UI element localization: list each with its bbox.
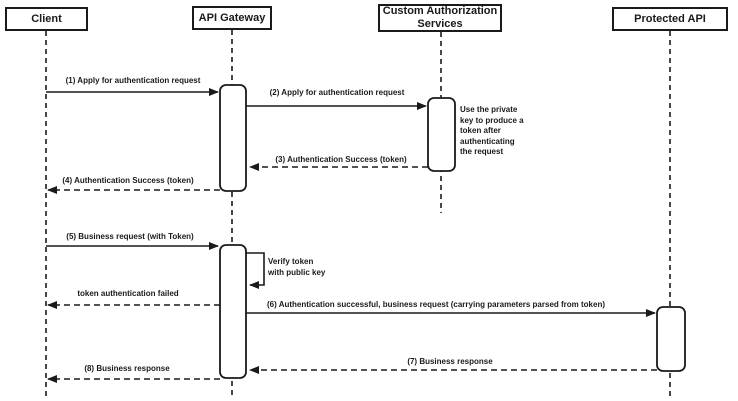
message-7-label: (7) Business response [407, 357, 493, 366]
message-2-label: (2) Apply for authentication request [269, 88, 405, 97]
activation-protected-api [656, 306, 686, 372]
participant-protected-api: Protected API [612, 7, 728, 31]
participant-client-label: Client [31, 12, 62, 25]
activation-custom-auth [427, 97, 456, 172]
note-private-key: Use the private key to produce a token a… [460, 105, 524, 156]
participant-api-gateway: API Gateway [192, 6, 272, 30]
participant-client: Client [5, 7, 88, 31]
message-token-failed-label: token authentication failed [77, 289, 179, 298]
message-4-label: (4) Authentication Success (token) [62, 176, 194, 185]
message-6-label: (6) Authentication successful, business … [266, 300, 606, 309]
participant-custom-authorization-services: Custom Authorization Services [378, 4, 502, 32]
message-3-label: (3) Authentication Success (token) [275, 155, 407, 164]
participant-custom-auth-label: Custom Authorization Services [382, 5, 498, 30]
message-8-label: (8) Business response [84, 364, 170, 373]
activation-api-gateway-1 [219, 84, 247, 192]
participant-protected-api-label: Protected API [634, 12, 706, 25]
participant-api-gateway-label: API Gateway [198, 11, 266, 24]
self-message-verify-token-label: Verify token with public key [268, 257, 326, 277]
message-1-label: (1) Apply for authentication request [65, 76, 201, 85]
activation-api-gateway-2 [219, 244, 247, 379]
self-message-verify-token-arrow [246, 252, 265, 289]
message-5-label: (5) Business request (with Token) [66, 232, 194, 241]
